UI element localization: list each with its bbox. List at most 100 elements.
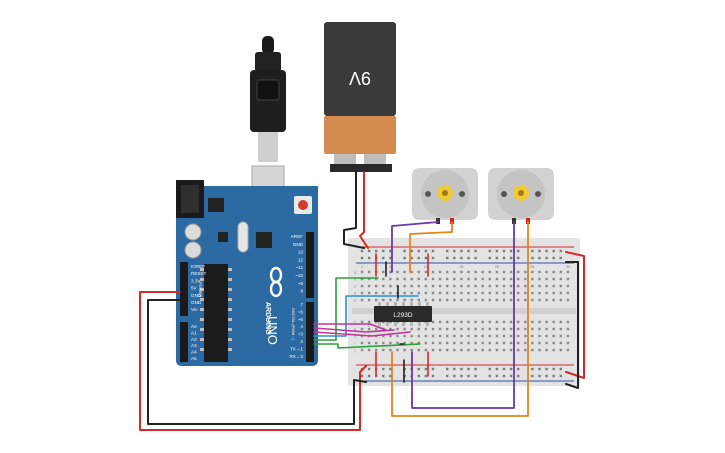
terminal-hole [382, 341, 385, 345]
rail-hole [389, 256, 392, 260]
terminal-hole [481, 327, 484, 331]
terminal-hole [446, 270, 449, 274]
terminal-hole [438, 270, 442, 274]
terminal-hole [382, 298, 385, 302]
column-number: 1 [361, 265, 363, 269]
rail-hole [389, 367, 392, 371]
rail-hole [417, 249, 420, 253]
rail-hole [453, 367, 456, 371]
rail-hole [538, 367, 541, 371]
terminal-hole [389, 284, 392, 288]
pin-label: ~10 [295, 273, 303, 278]
rail-hole [552, 367, 555, 371]
digital-section-label: DIGITAL (PWM ~) [291, 308, 296, 341]
terminal-hole [552, 348, 555, 352]
terminal-hole [460, 341, 463, 345]
rail-hole [559, 256, 562, 260]
pin-label: 12 [298, 257, 304, 262]
rail-hole [488, 249, 491, 253]
arduino-logo-icon [269, 266, 283, 298]
terminal-hole [552, 334, 555, 338]
rail-hole [474, 256, 477, 260]
terminal-hole [417, 327, 420, 331]
rail-hole [495, 256, 499, 260]
column-number: 20 [495, 265, 499, 269]
terminal-hole [446, 298, 449, 302]
terminal-hole [389, 298, 392, 302]
rail-hole [460, 256, 463, 260]
rail-hole [417, 374, 420, 378]
terminal-hole [545, 270, 548, 274]
terminal-hole [517, 334, 520, 338]
terminal-hole [403, 341, 406, 345]
terminal-hole [389, 327, 392, 331]
terminal-hole [417, 284, 420, 288]
rail-hole [467, 374, 470, 378]
pin-label: A1 [191, 330, 197, 335]
rail-hole [360, 249, 364, 253]
terminal-hole [517, 270, 520, 274]
terminal-hole [375, 298, 378, 302]
terminal-hole [446, 341, 449, 345]
terminal-hole [367, 277, 371, 281]
terminal-hole [517, 298, 520, 302]
digital-header-top [306, 232, 314, 298]
terminal-hole [375, 341, 378, 345]
terminal-hole [474, 341, 477, 345]
terminal-hole [488, 327, 491, 331]
terminal-hole [367, 270, 371, 274]
terminal-hole [460, 270, 463, 274]
rail-hole [360, 256, 364, 260]
motor-left[interactable] [412, 168, 478, 224]
rail-hole [545, 256, 548, 260]
motor-right[interactable] [488, 168, 554, 224]
wire-motor-left-orange [409, 221, 453, 273]
terminal-hole [396, 334, 399, 338]
terminal-hole [417, 341, 420, 345]
rail-hole [545, 367, 548, 371]
rail-hole [509, 256, 513, 260]
terminal-hole [552, 327, 555, 331]
terminal-hole [552, 284, 555, 288]
terminal-hole [467, 277, 470, 281]
terminal-hole [517, 320, 520, 324]
terminal-hole [396, 327, 399, 331]
terminal-hole [431, 334, 435, 338]
l293d-chip[interactable]: L293D [374, 302, 432, 326]
terminal-hole [424, 298, 428, 302]
terminal-hole [460, 327, 463, 331]
pin-label: GND [191, 300, 202, 305]
rail-hole [559, 367, 562, 371]
pin-label: A0 [191, 324, 197, 329]
arduino-model: UNO [265, 316, 280, 345]
terminal-hole [538, 298, 541, 302]
rail-hole [474, 249, 477, 253]
terminal-hole [509, 270, 513, 274]
terminal-hole [403, 284, 406, 288]
terminal-hole [481, 284, 484, 288]
rail-hole [552, 256, 555, 260]
rail-hole [453, 256, 456, 260]
terminal-hole [467, 298, 470, 302]
terminal-hole [502, 270, 506, 274]
terminal-hole [360, 277, 364, 281]
pin-label: RESET [191, 271, 207, 276]
battery-9v[interactable]: 9V [324, 22, 396, 172]
terminal-hole [502, 298, 506, 302]
rail-hole [367, 249, 371, 253]
pin-label: 5V [191, 286, 198, 291]
analog-header [180, 322, 188, 362]
terminal-hole [481, 291, 484, 295]
terminal-hole [431, 291, 435, 295]
terminal-hole [545, 277, 548, 281]
terminal-hole [502, 334, 506, 338]
terminal-hole [481, 277, 484, 281]
terminal-hole [559, 291, 562, 295]
terminal-hole [417, 298, 420, 302]
terminal-hole [438, 284, 442, 288]
terminal-hole [431, 348, 435, 352]
terminal-hole [524, 320, 527, 324]
atmega-chip [204, 264, 228, 362]
terminal-hole [382, 270, 385, 274]
